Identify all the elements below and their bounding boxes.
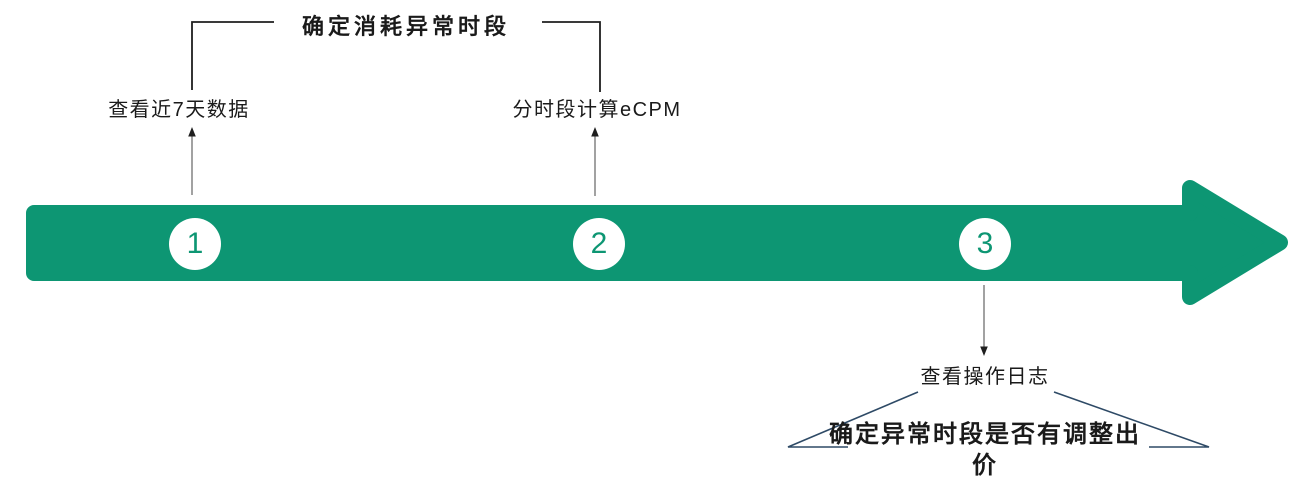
step1-number: 1 (186, 227, 204, 260)
step3-circle: 3 (959, 218, 1011, 270)
title-bracket-right (542, 21, 601, 92)
step1-label: 查看近7天数据 (108, 99, 250, 121)
step2-circle: 2 (573, 218, 625, 270)
step2-label: 分时段计算eCPM (512, 99, 682, 121)
step3-number: 3 (976, 227, 994, 260)
step3-label: 查看操作日志 (920, 366, 1050, 388)
step3-down-arrowhead-icon (980, 346, 988, 356)
diagram-title: 确定消耗异常时段 (301, 14, 511, 39)
step2-number: 2 (590, 227, 608, 260)
step2-up-arrowhead-icon (591, 127, 599, 137)
title-bracket-left (191, 21, 274, 90)
step1-circle: 1 (169, 218, 221, 270)
note-text: 确定异常时段是否有调整出价 (829, 421, 1141, 479)
step1-up-arrowhead-icon (188, 127, 196, 137)
